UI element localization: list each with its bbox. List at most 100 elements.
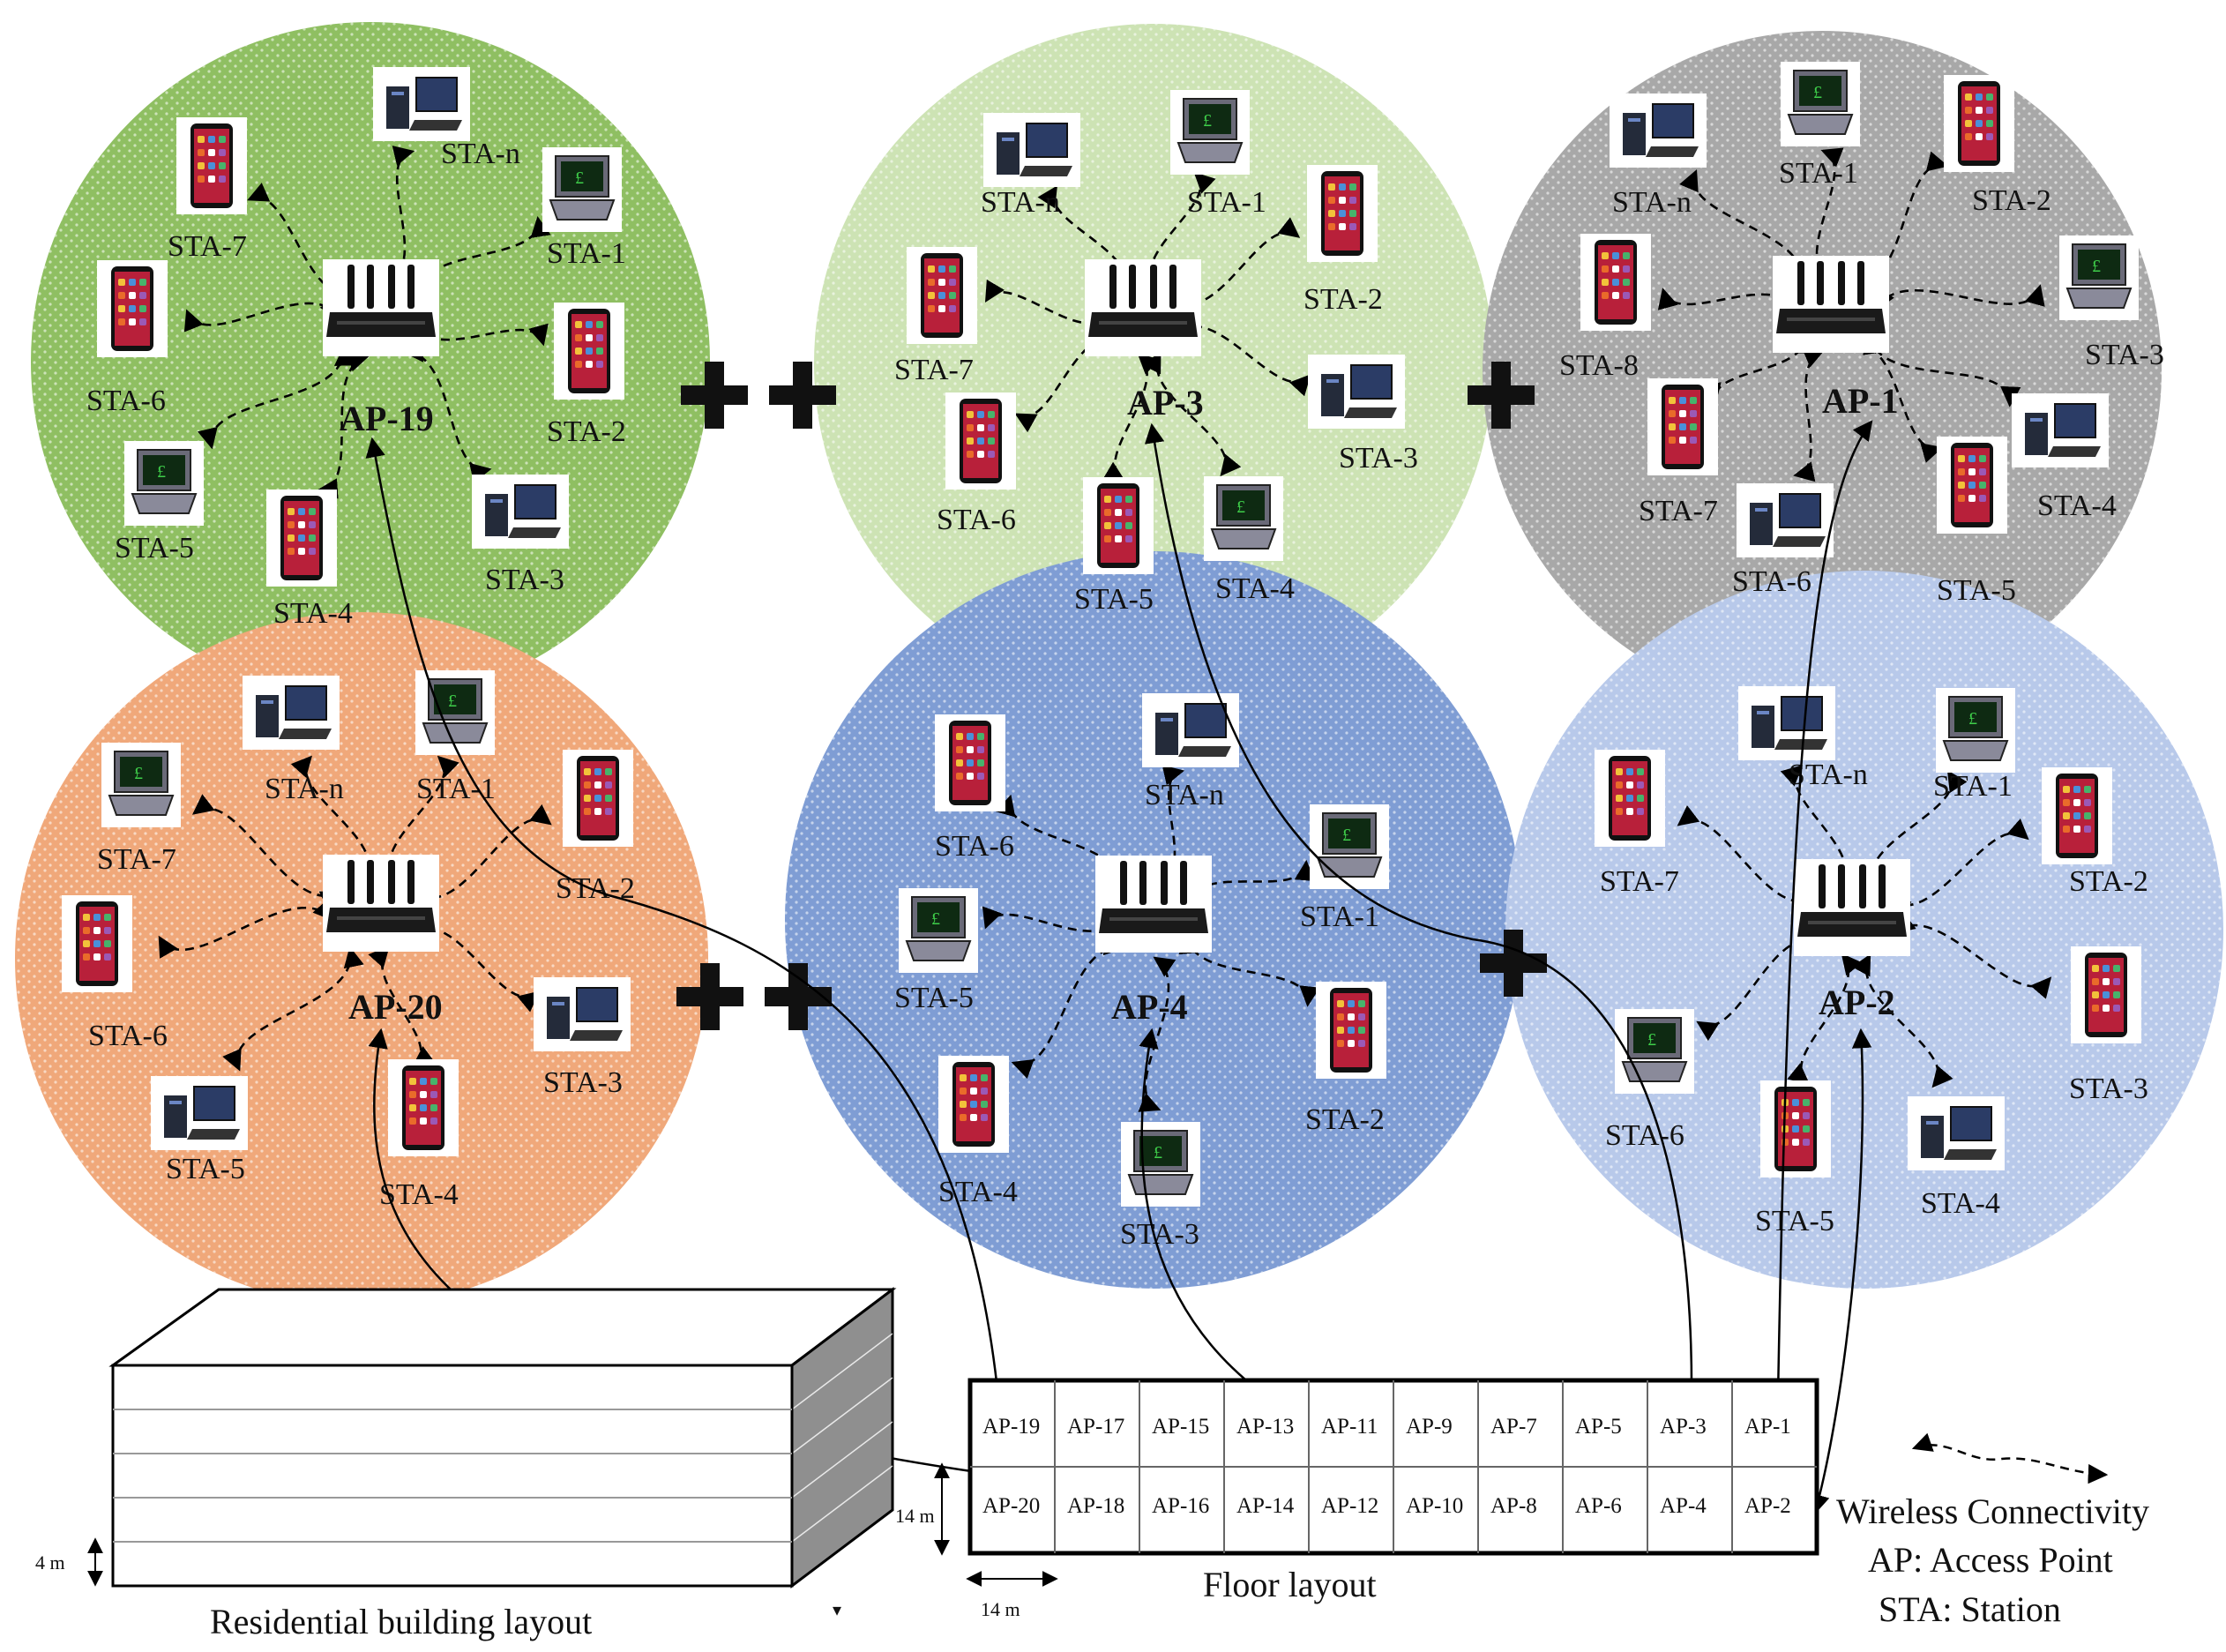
- station-label: STA-n: [441, 138, 520, 170]
- desktop-icon: [472, 475, 569, 549]
- router-icon: [1085, 259, 1201, 356]
- svg-text:£: £: [2092, 257, 2101, 276]
- laptop-icon: £: [1936, 688, 2015, 773]
- desktop-icon: [534, 977, 631, 1051]
- svg-text:£: £: [1236, 497, 1245, 517]
- ap-floor-link: [1768, 420, 1873, 1401]
- station-label: STA-6: [86, 385, 166, 417]
- legend: Wireless Connectivity AP: Access Point S…: [1836, 1432, 2149, 1629]
- desktop-icon: [1908, 1096, 2005, 1170]
- station-label: STA-4: [1921, 1187, 2000, 1220]
- phone-icon: [1760, 1080, 1831, 1177]
- svg-text:£: £: [448, 691, 457, 711]
- floor-cell-label: AP-17: [1067, 1415, 1124, 1439]
- phone-icon: [266, 490, 337, 587]
- floor-cell-label: AP-13: [1236, 1415, 1294, 1439]
- laptop-icon: £: [1781, 62, 1860, 146]
- phone-icon: [907, 247, 977, 344]
- station-label: STA-4: [379, 1178, 459, 1211]
- floor-caption: Floor layout: [1203, 1565, 1377, 1604]
- station-label: STA-1: [1300, 901, 1379, 933]
- wireless-link: [191, 794, 342, 910]
- phone-icon: [945, 392, 1016, 490]
- svg-text:£: £: [1968, 709, 1977, 729]
- station-label: STA-4: [273, 597, 353, 630]
- residential-building: 4 m Residential building layout ▾: [35, 1286, 897, 1641]
- legend-wireless: Wireless Connectivity: [1836, 1491, 2149, 1531]
- station-label: STA-7: [894, 354, 974, 386]
- phone-icon: [97, 260, 168, 357]
- phone-icon: [1937, 437, 2007, 534]
- floor-cell-label: AP-15: [1152, 1415, 1209, 1439]
- desktop-icon: [373, 67, 470, 141]
- phone-icon: [2042, 767, 2112, 864]
- floor-cell-label: AP-19: [982, 1415, 1040, 1439]
- laptop-icon: £: [1170, 90, 1250, 175]
- station-label: STA-n: [265, 773, 344, 805]
- laptop-icon: £: [899, 888, 978, 973]
- svg-text:£: £: [1203, 111, 1212, 131]
- station-label: STA-3: [543, 1066, 623, 1099]
- svg-text:£: £: [1647, 1030, 1656, 1050]
- router-icon: [323, 855, 439, 952]
- router-icon: [1773, 256, 1889, 353]
- svg-text:£: £: [1154, 1143, 1162, 1162]
- station-label: STA-7: [1600, 865, 1679, 898]
- svg-text:£: £: [1813, 83, 1822, 102]
- station-label: STA-5: [1937, 574, 2016, 607]
- phone-icon: [1595, 750, 1665, 847]
- station-label: STA-n: [1145, 779, 1224, 811]
- ap-floor-link: [1810, 1028, 1872, 1515]
- floor-cell-label: AP-12: [1321, 1494, 1378, 1518]
- station-label: STA-1: [1779, 157, 1858, 190]
- floor-height-dim: 4 m: [35, 1551, 65, 1574]
- desktop-icon: [243, 676, 340, 750]
- laptop-icon: £: [415, 670, 495, 755]
- station-label: STA-2: [1305, 1103, 1385, 1136]
- station-label: STA-6: [1605, 1119, 1684, 1152]
- station-label: STA-3: [1339, 442, 1418, 475]
- phone-icon: [1307, 165, 1378, 262]
- ap-label: AP-1: [1822, 381, 1899, 421]
- svg-text:£: £: [931, 909, 940, 929]
- station-label: STA-5: [1755, 1205, 1834, 1237]
- floor-cell-label: AP-18: [1067, 1494, 1124, 1518]
- ap-label: AP-2: [1819, 983, 1895, 1022]
- floor-cell-label: AP-6: [1575, 1494, 1622, 1518]
- svg-text:£: £: [134, 764, 143, 783]
- floor-cell-label: AP-8: [1490, 1494, 1537, 1518]
- wireless-link: [1894, 912, 2052, 999]
- floor-cell-label: AP-11: [1321, 1415, 1378, 1439]
- station-label: STA-3: [2069, 1073, 2148, 1105]
- station-label: STA-2: [1972, 184, 2051, 217]
- desktop-icon: [2012, 393, 2109, 467]
- phone-icon: [1083, 477, 1154, 574]
- router-icon: [1794, 859, 1910, 956]
- floor-cell-label: AP-7: [1490, 1415, 1537, 1439]
- station-label: STA-7: [1639, 495, 1718, 527]
- svg-text:£: £: [1342, 826, 1351, 845]
- station-label: STA-7: [168, 230, 247, 263]
- wireless-link: [197, 345, 355, 450]
- floor-cell-label: AP-10: [1406, 1494, 1463, 1518]
- station-label: STA-5: [166, 1153, 245, 1185]
- phone-icon: [554, 303, 624, 400]
- station-label: STA-2: [2069, 865, 2148, 898]
- laptop-icon: £: [542, 147, 622, 232]
- ap-label: AP-4: [1111, 987, 1188, 1027]
- phone-icon: [1647, 378, 1718, 475]
- station-label: STA-1: [1933, 770, 2013, 803]
- laptop-icon: £: [1204, 476, 1283, 561]
- station-label: STA-3: [485, 564, 564, 596]
- station-label: STA-6: [88, 1020, 168, 1052]
- plus-icon: [681, 362, 748, 429]
- station-label: STA-1: [547, 237, 626, 270]
- station-label: STA-3: [2085, 339, 2164, 371]
- laptop-icon: £: [2059, 235, 2139, 320]
- station-label: STA-7: [97, 843, 176, 876]
- station-label: STA-5: [894, 982, 974, 1014]
- floor-cell-label: AP-4: [1660, 1494, 1707, 1518]
- desktop-icon: [983, 113, 1080, 187]
- phone-icon: [563, 750, 633, 847]
- legend-sta: STA: Station: [1879, 1589, 2061, 1629]
